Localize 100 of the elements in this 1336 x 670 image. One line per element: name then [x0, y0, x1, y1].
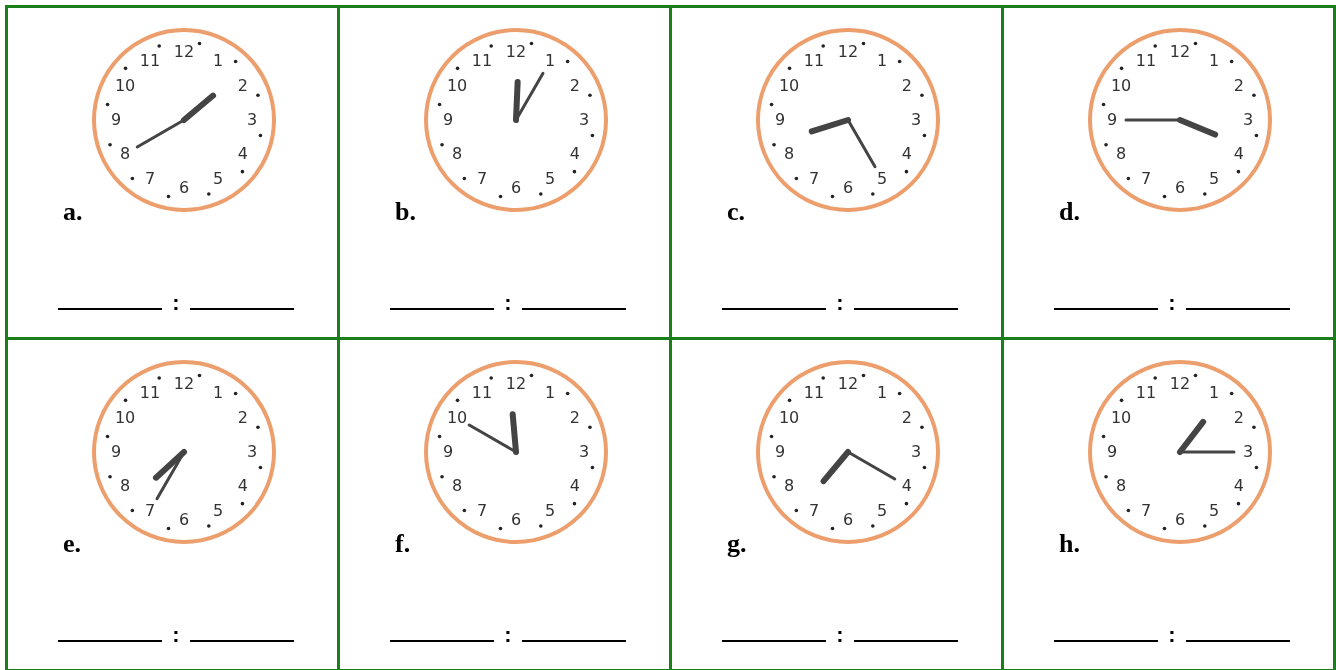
- clock-number: 12: [1168, 43, 1192, 61]
- clock-number: 1: [211, 52, 225, 71]
- clock-number: 4: [236, 477, 249, 495]
- clock-number: 2: [1232, 77, 1245, 95]
- clock-number: 3: [577, 443, 591, 461]
- clock-number: 5: [211, 169, 225, 188]
- clock-number: 8: [783, 145, 796, 163]
- time-separator: :: [1167, 291, 1177, 315]
- clock-number: 3: [1241, 443, 1255, 461]
- clock-face: [92, 360, 276, 544]
- clock-number: 6: [841, 511, 855, 529]
- clock-face: [92, 28, 276, 212]
- clock-number: 4: [236, 145, 249, 163]
- clock-number: 4: [1232, 145, 1245, 163]
- clock-number: 3: [909, 111, 923, 129]
- clock-face: [1088, 28, 1272, 212]
- clock-number: 6: [509, 179, 523, 197]
- clock-number: 4: [900, 145, 913, 163]
- question-letter: b.: [395, 198, 416, 226]
- clock-number: 5: [543, 501, 557, 520]
- clock-number: 8: [1115, 477, 1128, 495]
- clock-number: 3: [909, 443, 923, 461]
- worksheet-cell: [1001, 5, 1336, 340]
- clock-number: 3: [1241, 111, 1255, 129]
- clock-number: 11: [470, 52, 494, 71]
- clock-number: 12: [172, 43, 196, 61]
- clock-number: 7: [807, 169, 821, 188]
- clock-number: 2: [568, 77, 581, 95]
- clock-number: 2: [236, 409, 249, 427]
- question-letter: f.: [395, 530, 411, 558]
- clock-number: 5: [1207, 501, 1221, 520]
- worksheet-cell: [5, 5, 340, 340]
- clock-number: 8: [783, 477, 796, 495]
- clock-number: 6: [841, 179, 855, 197]
- clock-number: 9: [773, 443, 787, 461]
- clock-number: 7: [143, 169, 157, 188]
- clock-number: 5: [875, 169, 889, 188]
- clock-number: 7: [475, 501, 489, 520]
- clock-face: [756, 28, 940, 212]
- clock-number: 10: [113, 77, 137, 95]
- clock-face: [1088, 360, 1272, 544]
- clock-number: 12: [504, 43, 528, 61]
- clock-number: 4: [1232, 477, 1245, 495]
- clock-number: 12: [504, 375, 528, 393]
- time-separator: :: [503, 291, 513, 315]
- clock-number: 10: [777, 409, 801, 427]
- clock-face: [424, 360, 608, 544]
- clock-number: 5: [543, 169, 557, 188]
- clock-number: 7: [1139, 169, 1153, 188]
- clock-number: 6: [1173, 511, 1187, 529]
- clock-number: 11: [802, 52, 826, 71]
- worksheet-cell: [5, 337, 340, 670]
- question-letter: e.: [63, 530, 82, 558]
- clock-number: 1: [543, 52, 557, 71]
- clock-number: 2: [236, 77, 249, 95]
- clock-number: 3: [577, 111, 591, 129]
- clock-number: 9: [1105, 443, 1119, 461]
- clock-face: [424, 28, 608, 212]
- clock-number: 3: [245, 443, 259, 461]
- clock-number: 11: [1134, 52, 1158, 71]
- clock-number: 1: [211, 384, 225, 403]
- clock-number: 12: [172, 375, 196, 393]
- clock-number: 6: [509, 511, 523, 529]
- clock-number: 11: [1134, 384, 1158, 403]
- clock-number: 1: [543, 384, 557, 403]
- clock-number: 11: [802, 384, 826, 403]
- time-separator: :: [1167, 623, 1177, 647]
- clock-number: 5: [875, 501, 889, 520]
- clock-number: 8: [1115, 145, 1128, 163]
- question-letter: c.: [727, 198, 746, 226]
- clock-number: 6: [177, 179, 191, 197]
- clock-number: 12: [836, 375, 860, 393]
- clock-number: 2: [900, 409, 913, 427]
- clock-number: 8: [119, 477, 132, 495]
- clock-number: 10: [445, 77, 469, 95]
- worksheet-cell: [1001, 337, 1336, 670]
- clock-number: 11: [470, 384, 494, 403]
- clock-number: 1: [1207, 384, 1221, 403]
- clock-number: 8: [119, 145, 132, 163]
- clock-number: 5: [1207, 169, 1221, 188]
- clock-number: 7: [475, 169, 489, 188]
- clock-number: 1: [875, 52, 889, 71]
- clock-number: 7: [143, 501, 157, 520]
- clock-number: 10: [1109, 77, 1133, 95]
- clock-number: 4: [900, 477, 913, 495]
- clock-number: 10: [1109, 409, 1133, 427]
- time-separator: :: [835, 291, 845, 315]
- time-separator: :: [171, 291, 181, 315]
- clock-number: 9: [441, 111, 455, 129]
- clock-number: 12: [1168, 375, 1192, 393]
- clock-number: 10: [445, 409, 469, 427]
- clock-number: 4: [568, 477, 581, 495]
- time-separator: :: [171, 623, 181, 647]
- clock-number: 11: [138, 384, 162, 403]
- clock-number: 2: [900, 77, 913, 95]
- clock-number: 4: [568, 145, 581, 163]
- clock-number: 8: [451, 145, 464, 163]
- clock-number: 9: [1105, 111, 1119, 129]
- clock-number: 1: [875, 384, 889, 403]
- clock-number: 9: [109, 443, 123, 461]
